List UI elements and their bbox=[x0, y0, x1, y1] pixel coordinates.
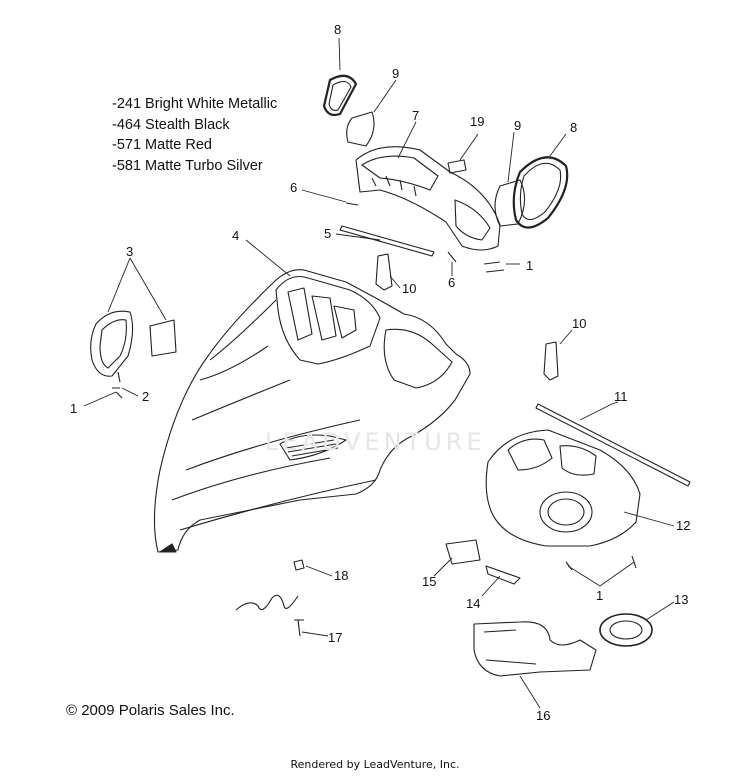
part-12-console bbox=[485, 429, 641, 547]
callout-labels: 8 9 7 19 9 8 6 5 4 3 10 1 6 10 2 1 11 12… bbox=[70, 22, 690, 723]
legend-color-464: -464 Stealth Black bbox=[112, 116, 230, 133]
part-19-clip bbox=[447, 159, 467, 174]
legend-color-571: -571 Matte Red bbox=[112, 137, 212, 153]
callout-9-right: 9 bbox=[514, 118, 521, 133]
part-4-hood bbox=[153, 269, 471, 553]
part-11-rod bbox=[535, 403, 691, 487]
callout-6-top: 6 bbox=[290, 180, 297, 195]
callout-7: 7 bbox=[412, 108, 419, 123]
part-6-screw-a bbox=[345, 202, 359, 206]
callout-1-top: 1 bbox=[526, 258, 533, 273]
callout-8-right: 8 bbox=[570, 120, 577, 135]
part-5-trim-strip bbox=[339, 225, 435, 257]
callout-1-right: 1 bbox=[596, 588, 603, 603]
callout-5: 5 bbox=[324, 226, 331, 241]
part-7-headlight-housing bbox=[355, 146, 501, 251]
callout-4: 4 bbox=[232, 228, 239, 243]
color-legend: -241 Bright White Metallic -464 Stealth … bbox=[112, 94, 277, 176]
legend-color-241: -241 Bright White Metallic bbox=[112, 96, 278, 112]
part-15-decal bbox=[445, 539, 481, 565]
rendered-by-text: Rendered by LeadVenture, Inc. bbox=[290, 758, 460, 771]
copyright-text: © 2009 Polaris Sales Inc. bbox=[66, 702, 235, 719]
part-14-decal bbox=[485, 565, 521, 585]
callout-6-mid: 6 bbox=[448, 275, 455, 290]
callout-12: 12 bbox=[676, 518, 690, 533]
part-8-lens-frame-right bbox=[512, 156, 569, 229]
callout-10-upper: 10 bbox=[402, 281, 416, 296]
part-16-cover bbox=[473, 621, 597, 677]
part-2-screw bbox=[112, 371, 121, 389]
callout-1-left: 1 bbox=[70, 401, 77, 416]
part-10-bracket-right bbox=[543, 341, 559, 381]
watermark: LEADVENTURE bbox=[265, 428, 486, 456]
callout-14: 14 bbox=[466, 596, 480, 611]
callout-18: 18 bbox=[334, 568, 348, 583]
callout-8-top: 8 bbox=[334, 22, 341, 37]
callout-2: 2 bbox=[142, 389, 149, 404]
part-1-screws-left bbox=[115, 391, 123, 399]
callout-19: 19 bbox=[470, 114, 484, 129]
callout-17: 17 bbox=[328, 630, 342, 645]
part-18-grommet bbox=[293, 559, 305, 571]
legend-color-581: -581 Matte Turbo Silver bbox=[112, 157, 263, 174]
part-9-lens-left bbox=[346, 111, 375, 147]
part-1-screws-top bbox=[483, 261, 505, 273]
part-8-lens-frame-left bbox=[322, 74, 358, 117]
leader-lines bbox=[83, 37, 675, 709]
part-3-side-panel bbox=[90, 310, 177, 377]
part-13-ring bbox=[599, 613, 653, 647]
callout-16: 16 bbox=[536, 708, 550, 723]
part-6-screw-b bbox=[447, 251, 457, 263]
callout-15: 15 bbox=[422, 574, 436, 589]
callout-10-right: 10 bbox=[572, 316, 586, 331]
callout-13: 13 bbox=[674, 592, 688, 607]
wire-harness bbox=[235, 594, 299, 611]
part-10-bracket-upper bbox=[375, 253, 393, 291]
callout-9-top: 9 bbox=[392, 66, 399, 81]
callout-11: 11 bbox=[614, 389, 628, 404]
callout-3: 3 bbox=[126, 244, 133, 259]
part-17-bolt bbox=[294, 619, 304, 637]
